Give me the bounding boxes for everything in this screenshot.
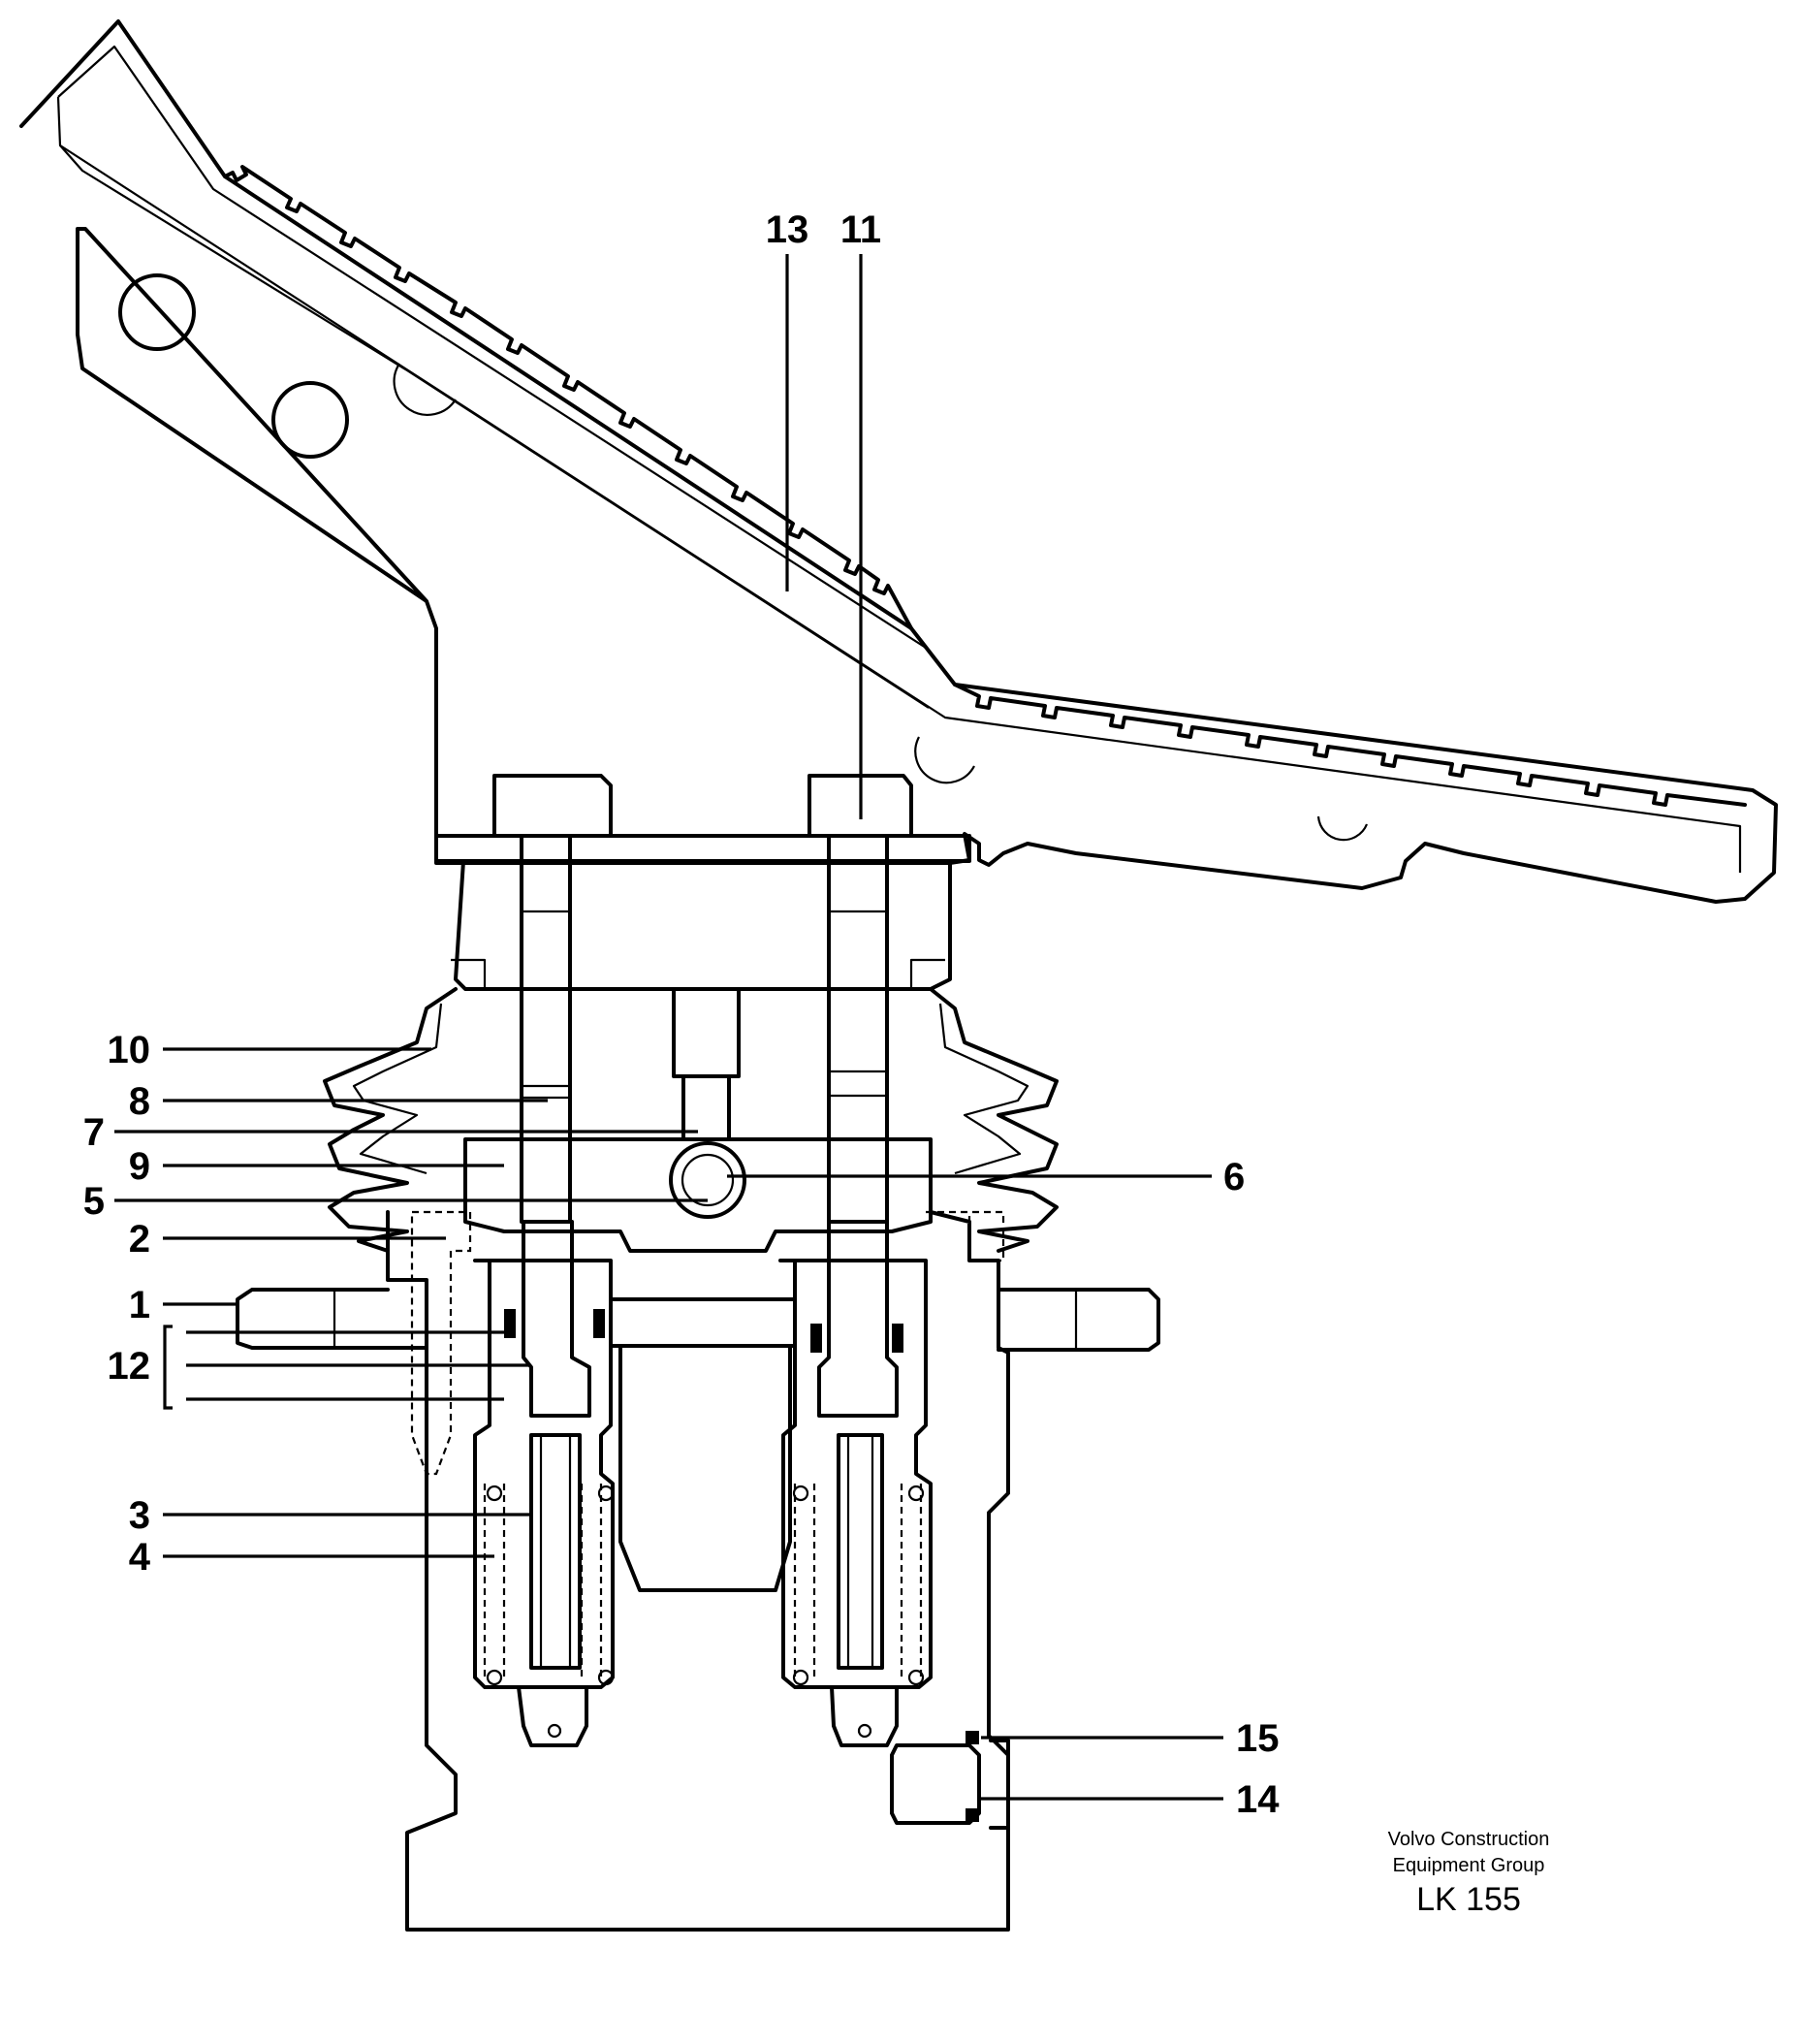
callout-15: 15	[1236, 1717, 1280, 1760]
callout-4: 4	[129, 1536, 151, 1579]
callout-6: 6	[1223, 1156, 1245, 1198]
callout-11: 11	[840, 208, 881, 251]
callout-8: 8	[129, 1080, 150, 1123]
callout-13: 13	[766, 208, 809, 251]
callout-12: 12	[108, 1345, 151, 1388]
credit-company-line1: Volvo Construction	[1388, 1829, 1550, 1850]
callout-5: 5	[83, 1180, 105, 1223]
figure-code: LK 155	[1416, 1881, 1521, 1918]
valve-body	[236, 774, 1160, 1932]
callout-14: 14	[1236, 1778, 1280, 1821]
callout-2: 2	[129, 1218, 150, 1261]
credit-company-line2: Equipment Group	[1393, 1855, 1545, 1876]
callout-7: 7	[83, 1111, 105, 1154]
callout-3: 3	[129, 1494, 150, 1537]
callout-10: 10	[108, 1029, 151, 1071]
leader-lines	[114, 254, 1223, 1801]
callout-9: 9	[129, 1145, 150, 1188]
foot-pedal	[19, 19, 1778, 904]
callout-1: 1	[129, 1284, 150, 1326]
